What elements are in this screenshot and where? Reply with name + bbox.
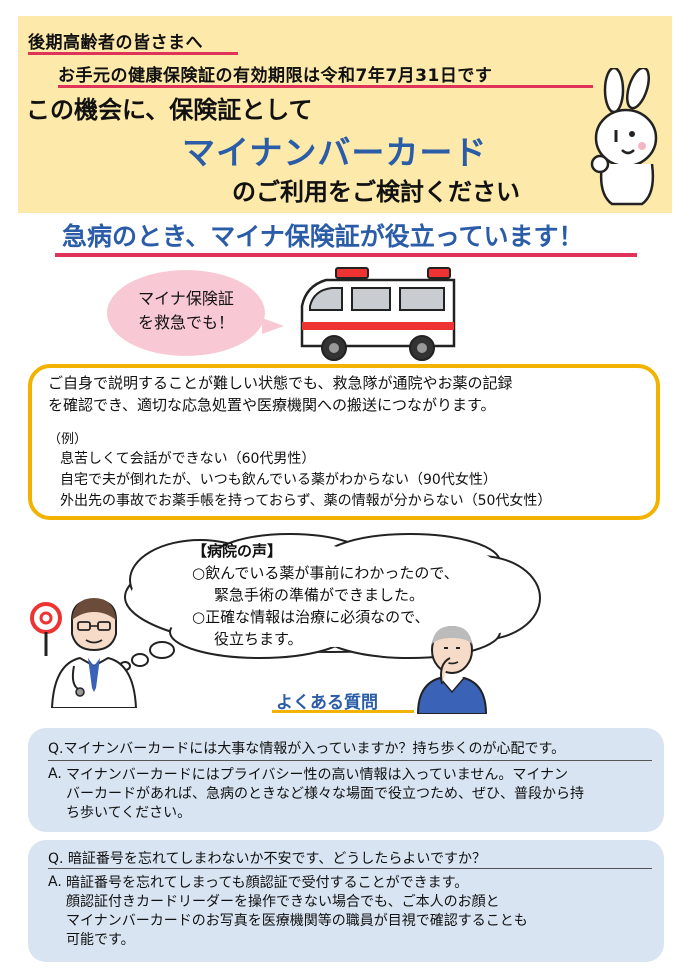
greeting-underline [28,52,238,55]
rabbit-mascot-icon [590,68,658,206]
header-expiry-notice: お手元の健康保険証の有効期限は令和7年7月31日です [58,66,493,86]
faq-answer-mark: A. [48,874,62,890]
faq-divider [48,760,652,761]
ambulance-icon [300,267,456,361]
faq-answer-line: 暗証番号を忘れてしまっても顔認証で受付することができます。 [66,875,469,891]
hospital-voice-title: 【病院の声】 [192,542,283,560]
faq-answer-line: 顔認証付きカードリーダーを操作できない場合でも、ご本人のお顔と [66,894,500,910]
example-item: 外出先の事故でお薬手帳を持っておらず、薬の情報が分からない（50代女性） [60,493,552,509]
faq-answer: 暗証番号を忘れてしまっても顔認証で受付することができます。 顔認証付きカードリー… [66,874,646,950]
speech-bubble-tail [262,318,284,334]
example-item: 自宅で夫が倒れたが、いつも飲んでいる薬がわからない（90代女性） [60,472,497,488]
faq-answer-line: ち歩いてください。 [66,805,192,821]
speech-bubble-line2: を救急でも！ [137,313,234,332]
speech-bubble-line1: マイナ保険証 [138,289,234,308]
section-title: 急病のとき、マイナ保険証が役立っています！ [62,222,584,251]
faq-title-underline [272,710,414,713]
header-lead: この機会に、保険証として [26,96,313,124]
info-intro-line1: ご自身で説明することが難しい状態でも、救急隊が通院やお薬の記録 [48,374,513,392]
info-intro: ご自身で説明することが難しい状態でも、救急隊が通院やお薬の記録 を確認でき、適切… [48,372,648,416]
header-banner [18,16,672,213]
faq-answer-mark: A. [48,766,62,782]
info-box [28,364,660,520]
header-greeting: 後期高齢者の皆さまへ [28,33,203,53]
thought-cloud [124,533,541,659]
faq-item-box [28,728,664,832]
faq-item-box [28,840,664,962]
example-item: 息苦しくて会話ができない（60代男性） [60,451,316,467]
speech-bubble-text: マイナ保険証 を救急でも！ [107,287,265,335]
header-closing: のご利用をご検討ください [232,178,520,206]
info-intro-line2: を確認でき、適切な応急処置や医療機関への搬送につながります。 [48,396,496,414]
expiry-underline [58,85,593,88]
example-label: （例） [48,432,88,447]
header-highlight: マイナンバーカード [182,133,488,172]
faq-answer: マイナンバーカードにはプライバシー性の高い情報は入っていません。マイナン バーカ… [66,766,646,823]
faq-divider [48,868,652,869]
hospital-voice-line: 役立ちます。 [214,630,303,648]
faq-title: よくある質問 [276,693,378,713]
speech-bubble [107,270,265,356]
elderly-man-icon [416,626,488,714]
hospital-voice-line: ○正確な情報は治療に必須なので、 [192,608,430,626]
faq-answer-line: 可能です。 [66,932,135,948]
hospital-voice-line: ○飲んでいる薬が事前にわかったので、 [192,564,459,582]
faq-answer-line: マイナンバーカードのお写真を医療機関等の職員が目視で確認することも [66,913,528,929]
thought-dots-icon [119,641,175,671]
doctor-icon [30,598,138,708]
section-title-underline [55,253,637,257]
hospital-voice-line: 緊急手術の準備ができました。 [214,586,425,604]
faq-question: Q.マイナンバーカードには大事な情報が入っていますか？持ち歩くのが心配です。 [48,741,566,757]
faq-question: Q. 暗証番号を忘れてしまわないか不安です、どうしたらよいですか？ [48,851,486,867]
faq-answer-line: バーカードがあれば、急病のときなど様々な場面で役立つため、ぜひ、普段から持 [66,786,584,802]
faq-answer-line: マイナンバーカードにはプライバシー性の高い情報は入っていません。マイナン [66,767,569,783]
